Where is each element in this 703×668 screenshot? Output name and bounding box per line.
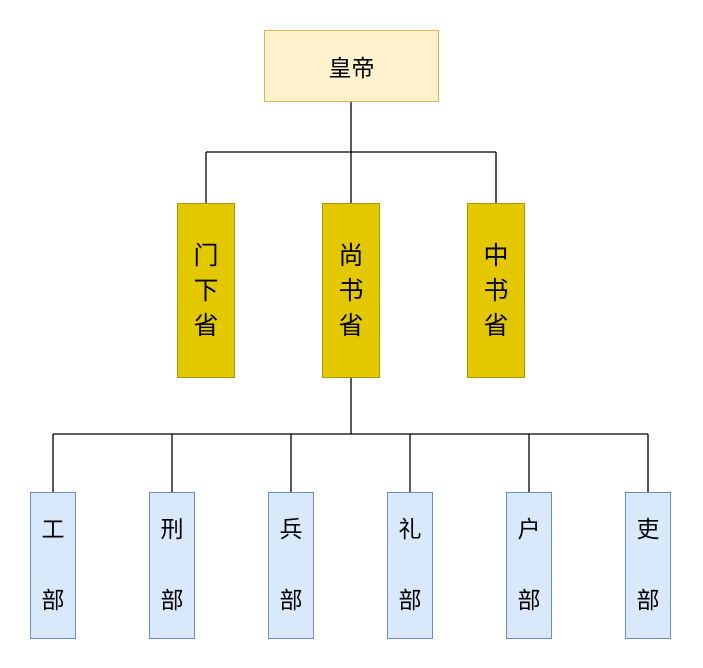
char: 门 bbox=[193, 241, 219, 270]
char: 吏 bbox=[636, 517, 660, 543]
node-li-bu-personnel: 吏 部 bbox=[625, 492, 671, 639]
char: 部 bbox=[636, 588, 660, 614]
char: 部 bbox=[517, 588, 541, 614]
char: 省 bbox=[193, 311, 219, 340]
char: 部 bbox=[398, 588, 422, 614]
node-xing-bu: 刑 部 bbox=[149, 492, 195, 639]
char: 部 bbox=[279, 588, 303, 614]
char: 户 bbox=[517, 517, 541, 543]
char: 兵 bbox=[279, 517, 303, 543]
char: 礼 bbox=[398, 517, 422, 543]
node-bing-bu: 兵 部 bbox=[268, 492, 314, 639]
char: 省 bbox=[338, 311, 364, 340]
char: 书 bbox=[338, 276, 364, 305]
char: 部 bbox=[41, 588, 65, 614]
char: 部 bbox=[160, 588, 184, 614]
char: 刑 bbox=[160, 517, 184, 543]
char: 中 bbox=[483, 241, 509, 270]
node-emperor-label: 皇帝 bbox=[328, 56, 375, 82]
node-emperor: 皇帝 bbox=[264, 30, 439, 102]
char: 下 bbox=[193, 276, 219, 305]
char: 省 bbox=[483, 311, 509, 340]
node-hu-bu: 户 部 bbox=[506, 492, 552, 639]
char: 尚 bbox=[338, 241, 364, 270]
node-gong-bu: 工 部 bbox=[30, 492, 76, 639]
node-li-bu: 礼 部 bbox=[387, 492, 433, 639]
node-shangshu-sheng: 尚 书 省 bbox=[322, 203, 380, 378]
node-menxia-sheng: 门 下 省 bbox=[177, 203, 235, 378]
char: 书 bbox=[483, 276, 509, 305]
char: 工 bbox=[41, 517, 65, 543]
node-zhongshu-sheng: 中 书 省 bbox=[467, 203, 525, 378]
